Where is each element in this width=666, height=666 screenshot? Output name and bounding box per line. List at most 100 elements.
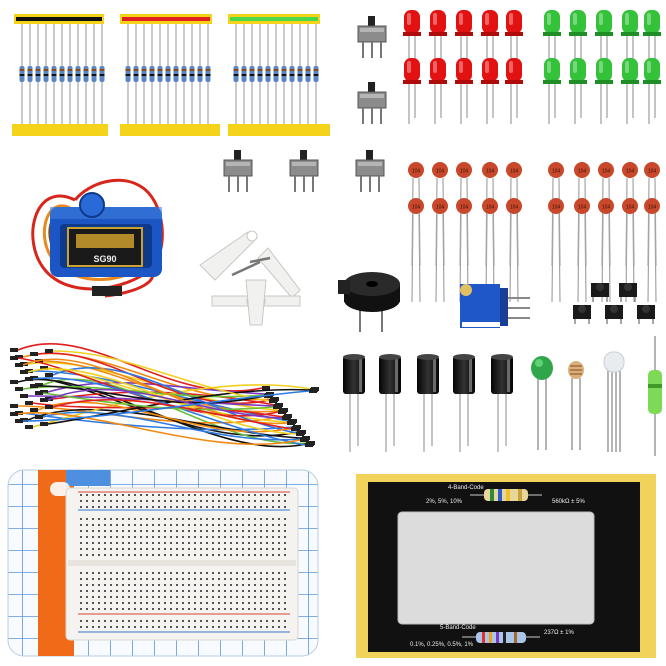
ceramic-capacitor: 104 xyxy=(644,198,660,303)
resistor xyxy=(189,24,195,124)
resistor xyxy=(141,24,147,124)
electrolytic-capacitor xyxy=(417,354,439,452)
capacitor-code: 104 xyxy=(412,169,421,175)
resistor xyxy=(257,24,263,124)
resistor xyxy=(19,24,25,124)
color-band xyxy=(16,17,102,21)
slide-switch xyxy=(289,150,319,192)
band5-value: 237Ω ± 1% xyxy=(544,630,574,636)
capacitor-code: 104 xyxy=(552,205,561,211)
band4-value: 560kΩ ± 5% xyxy=(552,499,585,505)
resistor xyxy=(249,24,255,124)
capacitor-code: 104 xyxy=(460,205,469,211)
resistor xyxy=(91,24,97,124)
resistor xyxy=(205,24,211,124)
led xyxy=(505,58,523,124)
push-button xyxy=(619,283,637,302)
led xyxy=(543,58,561,124)
resistor xyxy=(83,24,89,124)
resistor xyxy=(99,24,105,124)
ceramic-capacitor: 104 xyxy=(622,198,638,303)
resistor xyxy=(165,24,171,124)
jumper-wires xyxy=(10,342,319,448)
capacitor-code: 104 xyxy=(510,169,519,175)
resistor xyxy=(67,24,73,124)
slide-switches xyxy=(223,16,387,192)
capacitor-code: 104 xyxy=(626,169,635,175)
band4-tolerances: 2%, 5%, 10% xyxy=(426,499,463,505)
buzzer xyxy=(338,272,400,332)
capacitor-code: 104 xyxy=(626,205,635,211)
capacitor-code: 104 xyxy=(552,169,561,175)
resistor-strip-black xyxy=(12,14,108,136)
capacitor-code: 104 xyxy=(648,169,657,175)
jumper-wire xyxy=(10,412,308,446)
resistor xyxy=(241,24,247,124)
jumper-wire xyxy=(45,349,277,403)
resistor xyxy=(265,24,271,124)
ceramic-capacitor: 104 xyxy=(408,198,424,303)
card-window xyxy=(397,511,595,625)
color-band xyxy=(230,17,318,21)
led xyxy=(455,10,473,76)
capacitor-code: 104 xyxy=(460,169,469,175)
resistor-color-code-card: 4-Band-Code 2%, 5%, 10% 560kΩ ± 5% 5-Ban… xyxy=(356,474,656,658)
capacitor-code: 104 xyxy=(602,205,611,211)
band4-title: 4-Band-Code xyxy=(448,485,484,491)
ceramic-capacitor: 104 xyxy=(506,198,522,303)
electrolytic-capacitor xyxy=(343,354,365,452)
capacitor-code: 104 xyxy=(648,205,657,211)
electrolytic-capacitor xyxy=(379,354,401,452)
power-rail-bottom xyxy=(78,616,290,630)
jumper-wire xyxy=(25,377,313,447)
slide-switch xyxy=(357,16,387,58)
resistor xyxy=(35,24,41,124)
jumper-wire xyxy=(40,388,290,420)
jumper-wire xyxy=(45,398,299,431)
screws xyxy=(231,256,271,277)
led xyxy=(569,10,587,76)
resistor xyxy=(43,24,49,124)
resistor xyxy=(181,24,187,124)
resistor xyxy=(289,24,295,124)
varistor xyxy=(531,356,553,450)
slide-switch xyxy=(223,150,253,192)
jumper-wire xyxy=(20,367,304,436)
photoresistor xyxy=(568,361,584,450)
resistors xyxy=(19,24,319,124)
led xyxy=(481,58,499,124)
resistor-strip-green xyxy=(228,14,330,136)
ceramic-capacitor: 104 xyxy=(574,198,590,303)
center-channel xyxy=(68,560,296,566)
ceramic-capacitor: 104 xyxy=(432,198,448,303)
slide-switch xyxy=(357,82,387,124)
servo-horns xyxy=(199,230,301,326)
capacitor-code: 104 xyxy=(578,169,587,175)
servo-model-label: SG90 xyxy=(93,254,116,264)
ceramic-capacitor: 104 xyxy=(548,198,564,303)
led xyxy=(621,58,639,124)
resistor xyxy=(233,24,239,124)
resistor xyxy=(51,24,57,124)
capacitor-code: 104 xyxy=(486,205,495,211)
led xyxy=(543,10,561,76)
push-button xyxy=(605,305,623,324)
resistor xyxy=(305,24,311,124)
trimmer-potentiometer xyxy=(460,284,530,328)
resistor xyxy=(75,24,81,124)
band5-tolerances: 0.1%, 0.25%, 0.5%, 1% xyxy=(410,642,474,648)
led xyxy=(403,58,421,124)
jumper-wire xyxy=(35,391,281,411)
tape-bottom xyxy=(12,124,108,136)
fuse xyxy=(648,336,662,456)
power-rail-top xyxy=(78,494,290,508)
terminal-strip-top xyxy=(78,516,290,556)
tape-bottom xyxy=(120,124,220,136)
rgb-led xyxy=(603,351,625,452)
capacitor-code: 104 xyxy=(510,205,519,211)
capacitor-code: 104 xyxy=(436,205,445,211)
push-button xyxy=(637,305,655,324)
resistor xyxy=(27,24,33,124)
electrolytic-capacitor xyxy=(491,354,513,452)
